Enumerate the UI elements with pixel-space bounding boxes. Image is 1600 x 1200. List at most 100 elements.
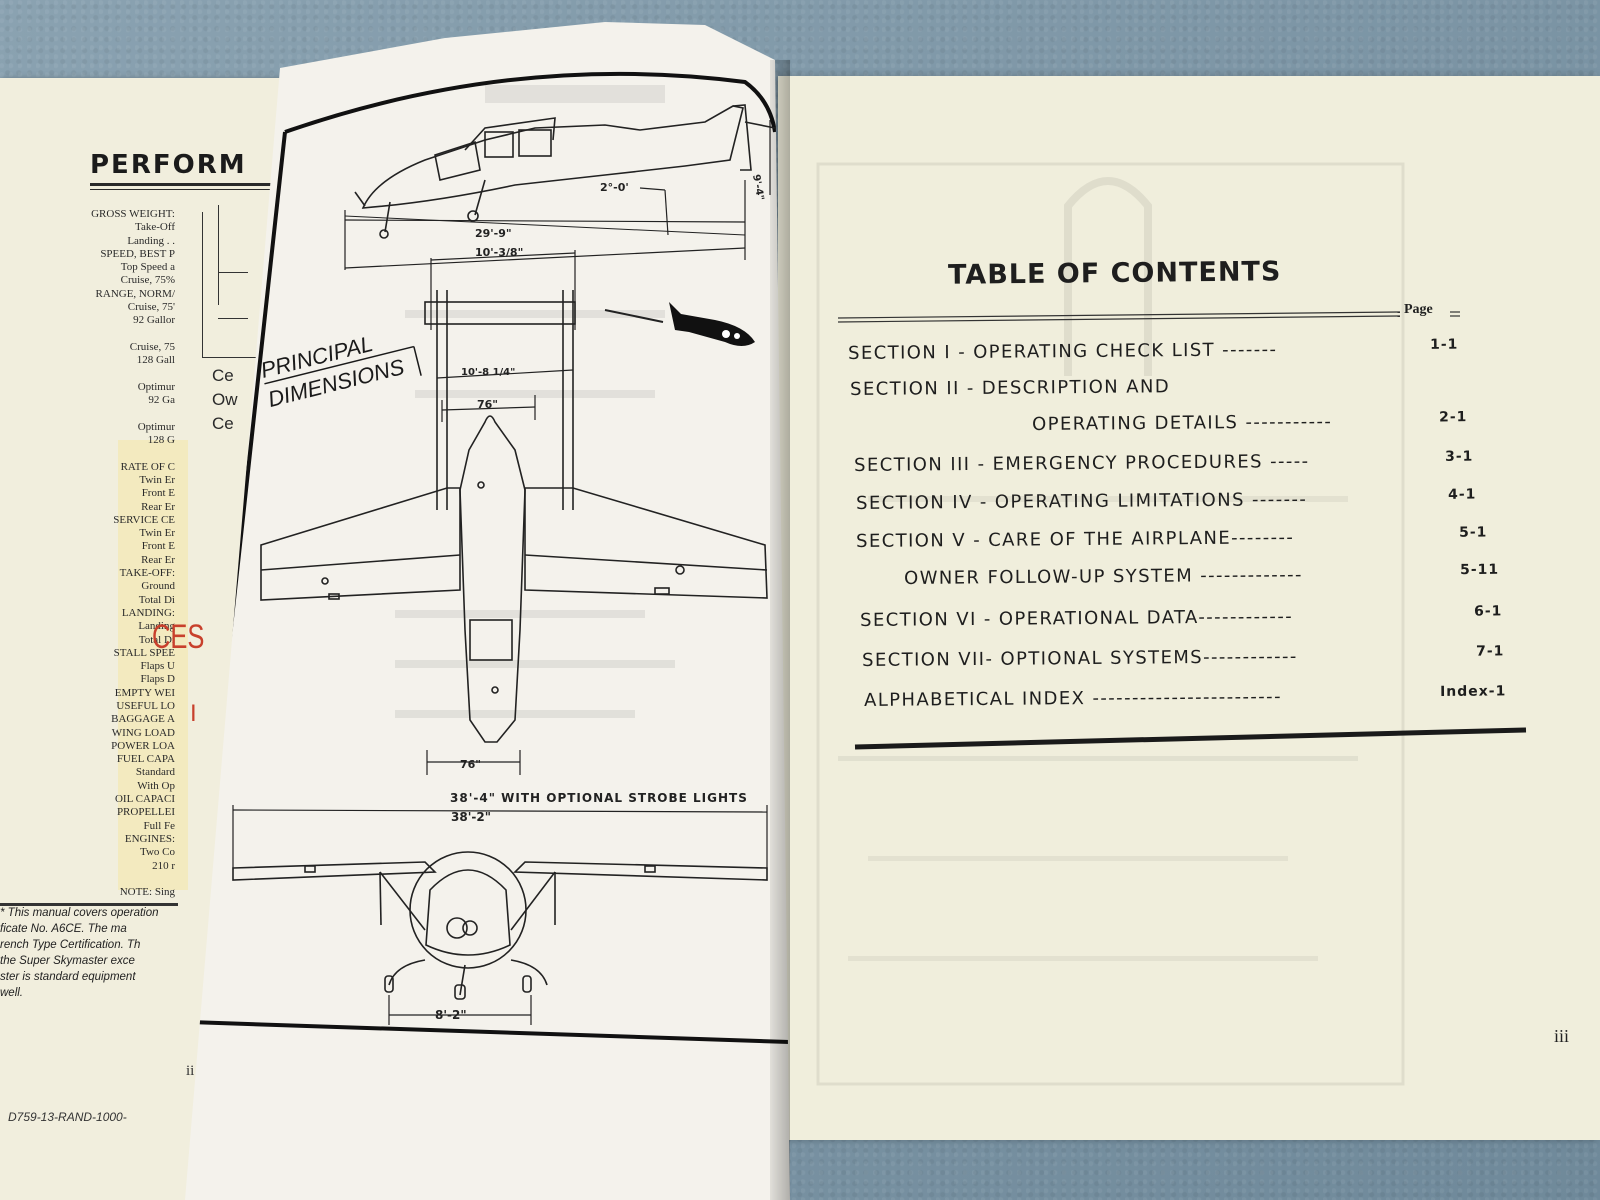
spec-line: WING LOAD [111, 726, 175, 739]
spec-line: Total Di [138, 593, 175, 606]
spec-line: FUEL CAPA [116, 753, 175, 766]
spec-line: Twin Er [139, 527, 175, 540]
toc-entry-text: SECTION V - CARE OF THE AIRPLANE-------- [856, 527, 1295, 552]
spec-line: NOTE: Sing [119, 886, 175, 899]
dim-fuselage-bottom: 76" [460, 758, 481, 771]
performance-title: PERFORM [90, 150, 247, 180]
spec-line: Take-Off [135, 221, 175, 234]
spec-line: Flaps U [140, 660, 175, 673]
toc-entry-page: 4-1 [1447, 486, 1477, 503]
dim-span-strobe: 38'-4" WITH OPTIONAL STROBE LIGHTS [450, 791, 748, 805]
side-fragment: Ce [212, 366, 234, 385]
dim-height: 9'-4" [750, 174, 765, 202]
show-through [816, 162, 1405, 1086]
spec-line: ENGINES: [124, 832, 175, 845]
dim-tail-span-inner: 10'-8 1/4" [461, 367, 515, 378]
page-curl-shadow [770, 60, 790, 1200]
spec-line: TAKE-OFF: [119, 567, 175, 580]
spec-bracket-2 [218, 205, 219, 305]
spec-line: Total Di [138, 633, 175, 646]
toc-entry-text: SECTION IV - OPERATING LIMITATIONS -----… [856, 489, 1308, 514]
dim-side-length: 29'-9" [475, 227, 512, 240]
spec-line: GROSS WEIGHT: [91, 208, 175, 220]
spec-line: 92 Ga [148, 394, 175, 407]
spec-line: Optimur [137, 420, 175, 433]
spec-line: Flaps D [140, 673, 175, 686]
toc-entry-text: ALPHABETICAL INDEX ---------------------… [864, 686, 1283, 711]
spec-bracket [202, 212, 203, 357]
footer-code: D759-13-RAND-1000- [8, 1110, 127, 1124]
title-rule-thin [90, 189, 300, 190]
toc-entry-text: SECTION I - OPERATING CHECK LIST ------- [848, 339, 1278, 364]
right-page [778, 76, 1600, 1140]
spec-line: Landing . . [127, 234, 175, 247]
spec-line: RANGE, NORM/ [95, 287, 175, 300]
spec-line: SERVICE CE [113, 513, 175, 526]
dim-tail-span: 10'-3/8" [475, 246, 523, 259]
footnote-line: ficate No. A6CE. The ma [0, 923, 127, 935]
toc-entry-page: 5-1 [1458, 524, 1488, 541]
right-page-number: iii [1554, 1026, 1570, 1046]
side-fragment: Ce [212, 414, 234, 433]
footnote-line: the Super Skymaster exce [0, 955, 135, 967]
spec-line: 128 G [147, 434, 175, 447]
red-fragment: CES [152, 618, 205, 656]
toc-entry-page: 1-1 [1429, 336, 1459, 353]
spec-line: Front E [141, 487, 175, 500]
spec-line: Twin Er [139, 473, 175, 486]
spec-line: STALL SPEE [113, 646, 175, 659]
dim-span: 38'-2" [451, 810, 491, 824]
spec-line: Cruise, 75% [120, 274, 175, 287]
spec-line: BAGGAGE A [111, 713, 175, 726]
toc-entry-text: SECTION III - EMERGENCY PROCEDURES ----- [854, 451, 1310, 476]
spec-line: 210 r [152, 859, 175, 872]
spec-line: Rear Er [141, 553, 175, 566]
spec-line: PROPELLEI [116, 806, 175, 819]
middle-page-number: ii [186, 1063, 195, 1079]
toc-entry-page: 7-1 [1475, 643, 1505, 660]
toc-entry-page: 2-1 [1438, 409, 1468, 426]
bracket-tick-2 [218, 318, 248, 319]
spec-line: Optimur [137, 380, 175, 393]
spec-line: Ground [141, 580, 175, 593]
spec-line: 92 Gallor [133, 314, 175, 327]
spec-line: Rear Er [141, 500, 175, 513]
middle-page: 2°-0' 29'-9" 9'-4" 10'-3/8" [185, 22, 790, 1200]
bracket-tick [218, 272, 248, 273]
footnote: * This manual covers operation ficate No.… [0, 905, 180, 1001]
title-rule [90, 183, 300, 186]
spec-line: Cruise, 75 [129, 340, 175, 353]
dim-fuselage-top: 76" [477, 398, 498, 411]
toc-entry-text: SECTION VII- OPTIONAL SYSTEMS-----------… [862, 646, 1298, 671]
toc-entry-page: 6-1 [1473, 603, 1503, 620]
toc-entry-text: OWNER FOLLOW-UP SYSTEM ------------- [904, 564, 1303, 589]
toc-entry-text: SECTION VI - OPERATIONAL DATA-----------… [860, 606, 1294, 631]
footnote-rule [0, 903, 178, 906]
spec-line: Top Speed a [120, 261, 175, 274]
aircraft-silhouette-icon [604, 302, 755, 346]
spec-line: Landing [138, 620, 175, 633]
spec-line: LANDING: [121, 606, 175, 619]
toc-entry-page: Index-1 [1439, 683, 1507, 700]
spec-line: USEFUL LO [116, 699, 175, 712]
spec-line: POWER LOA [111, 739, 175, 752]
yellow-strip [118, 440, 188, 890]
front-view [232, 851, 768, 1000]
side-fragment: Ow [212, 390, 238, 409]
toc-entry-text: OPERATING DETAILS ----------- [1032, 411, 1333, 435]
spec-line: With Op [137, 779, 175, 792]
dimensions-diagram: 2°-0' 29'-9" 9'-4" 10'-3/8" [186, 71, 790, 1044]
spec-line: Cruise, 75' [127, 301, 175, 314]
dim-gear: 8'-2" [435, 1008, 467, 1022]
page-column-label: Page [1404, 302, 1433, 317]
footnote-line: rench Type Certification. Th [0, 939, 141, 951]
toc-entry-text: SECTION II - DESCRIPTION AND [850, 376, 1171, 400]
footnote-line: * This manual covers operation [0, 907, 159, 919]
diagram-title: PRINCIPAL DIMENSIONS [258, 331, 422, 412]
toc-entry-page: 3-1 [1444, 448, 1474, 465]
spec-line: Front E [141, 540, 175, 553]
red-fragment: I [190, 700, 197, 727]
dim-angle: 2°-0' [600, 181, 629, 194]
